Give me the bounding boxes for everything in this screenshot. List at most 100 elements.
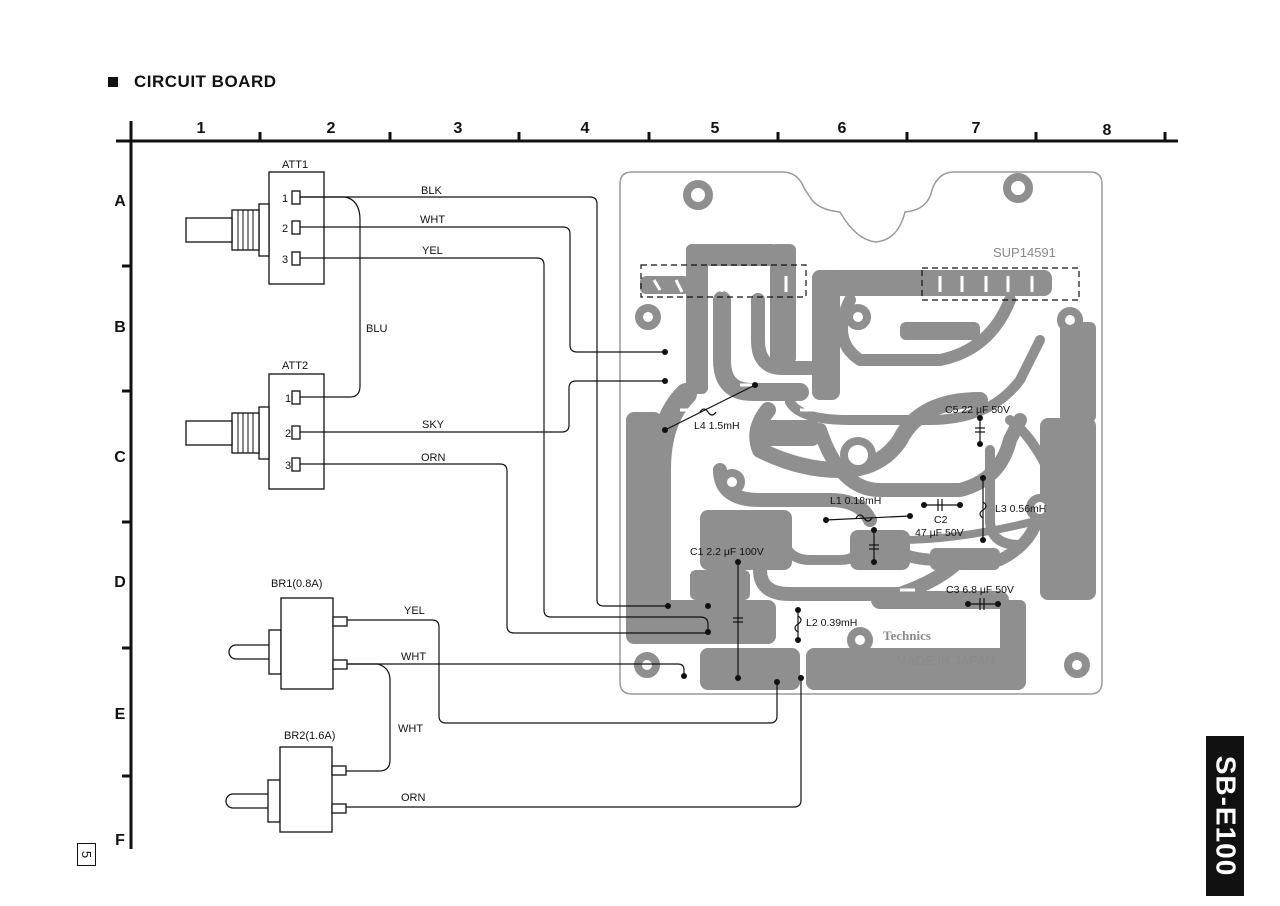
breaker-terminal	[332, 659, 348, 670]
component-value: 2.2 μF 100V	[706, 546, 763, 558]
grid-row-label: B	[114, 319, 126, 336]
attenuator-bushing	[231, 209, 260, 251]
pin-number: 3	[282, 254, 288, 266]
component-ref: L4	[694, 420, 706, 432]
grid-column-label: 4	[581, 120, 590, 137]
component-ref: C5	[945, 404, 959, 416]
breaker-1	[228, 597, 348, 690]
grid-column-labels: 1 2 3 4 5 6 7 8	[197, 120, 1112, 139]
wire-label: SKY	[422, 419, 445, 431]
wire-wht-att1	[300, 226, 665, 353]
component-value: 6.8 μF 50V	[962, 584, 1014, 596]
grid-column-label: 6	[838, 120, 847, 137]
attenuator-terminal	[291, 251, 301, 266]
connector-pads-right	[938, 276, 1058, 292]
svg-text:L4 1.5mH: L4 1.5mH	[694, 420, 740, 432]
wire-label: WHT	[420, 214, 445, 226]
breaker-2	[225, 746, 347, 833]
component-symbols	[664, 384, 998, 678]
wire-orn-br2	[346, 678, 802, 808]
grid-column-label: 2	[327, 120, 336, 137]
svg-text:C1 2.2 μF 100V: C1 2.2 μF 100V	[690, 546, 764, 558]
attenuator-label: ATT2	[282, 360, 308, 372]
wire-wht-br1	[347, 663, 685, 676]
model-name: SB-E100	[1210, 755, 1241, 877]
connector-outline-right	[921, 267, 1080, 301]
grid-column-label: 8	[1103, 122, 1112, 139]
grid-column-label: 1	[197, 120, 206, 137]
wire-label: BLU	[366, 323, 387, 335]
component-ref: L1	[830, 495, 842, 507]
component-value: 0.56mH	[1010, 503, 1047, 515]
wire-blk	[300, 196, 668, 607]
grid-ruler	[116, 121, 1178, 849]
breaker-body	[279, 746, 333, 833]
board-origin: MADE IN JAPAN	[896, 653, 995, 668]
attenuator-flange	[258, 406, 270, 460]
breaker-label: BR2(1.6A)	[284, 730, 335, 742]
pin-number: 3	[285, 460, 291, 472]
component-ref: L3	[995, 503, 1007, 515]
breaker-terminal	[331, 803, 347, 814]
attenuator-terminal	[291, 390, 301, 405]
grid-column-label: 5	[711, 120, 720, 137]
board-slots	[680, 383, 1036, 608]
grid-column-label: 7	[972, 120, 981, 137]
wire-label: WHT	[398, 723, 423, 735]
breaker-label: BR1(0.8A)	[271, 578, 322, 590]
page-number-box: 5	[77, 843, 96, 866]
wire-yel-att1	[300, 257, 709, 632]
board-brand: Technics	[883, 628, 931, 643]
component-value: 0.18mH	[845, 495, 882, 507]
attenuator-terminal	[291, 425, 301, 440]
component-value: 47 μF 50V	[915, 527, 964, 539]
wire-orn-att2	[300, 463, 708, 634]
component-labels: L4 1.5mH C5 22 μF 50V L1 0.18mH C2 47 μF…	[690, 404, 1046, 629]
grid-row-label: E	[115, 706, 126, 723]
pcb: SUP14591 Technics MADE IN JAPAN	[619, 171, 1103, 695]
page-number: 5	[78, 850, 94, 859]
svg-text:L2 0.39mH: L2 0.39mH	[806, 617, 857, 629]
wire-label: WHT	[401, 651, 426, 663]
attenuator-pin-numbers: 1 2 3	[282, 193, 288, 266]
grid-row-label: C	[114, 449, 126, 466]
breaker-collar	[268, 629, 282, 675]
wire-label: BLK	[421, 185, 442, 197]
wire-label: YEL	[404, 605, 425, 617]
connector-outline-left	[640, 264, 807, 298]
attenuator-bushing	[231, 412, 260, 454]
attenuator-terminal	[291, 190, 301, 205]
component-ref: C1	[690, 546, 704, 558]
component-value: 1.5mH	[709, 420, 740, 432]
pcb-outline	[619, 171, 1103, 695]
attenuator-flange	[258, 203, 270, 257]
section-heading: CIRCUIT BOARD	[108, 72, 277, 92]
board-part-number: SUP14591	[993, 245, 1056, 260]
wire-label: ORN	[421, 452, 446, 464]
breaker-body	[280, 597, 334, 690]
breaker-terminal	[331, 765, 347, 776]
component-ref: L2	[806, 617, 818, 629]
svg-text:L3 0.56mH: L3 0.56mH	[995, 503, 1046, 515]
attenuator-pin-numbers: 1 2 3	[285, 393, 291, 472]
heading-bullet	[108, 77, 118, 87]
wire-yel-br1	[347, 619, 778, 724]
component-ref: C2	[934, 514, 948, 526]
model-tab: SB-E100	[1206, 736, 1244, 896]
wire-label: ORN	[401, 792, 426, 804]
attenuator-shaft	[185, 420, 233, 446]
grid-column-label: 3	[454, 120, 463, 137]
copper-bands	[649, 291, 1079, 611]
component-ref: C3	[946, 584, 960, 596]
attenuator-shaft	[185, 217, 233, 243]
grid-row-label: A	[114, 193, 126, 210]
svg-text:C3 6.8 μF 50V: C3 6.8 μF 50V	[946, 584, 1014, 596]
breaker-terminal	[332, 616, 348, 627]
attenuator-1	[185, 171, 325, 285]
grid-row-label: D	[114, 574, 126, 591]
wire-labels: BLK WHT YEL BLU SKY ORN YEL WHT WHT ORN	[366, 185, 446, 804]
attenuator-terminal	[291, 457, 301, 472]
wire-blu	[300, 196, 361, 398]
attenuator-terminal	[291, 220, 301, 235]
